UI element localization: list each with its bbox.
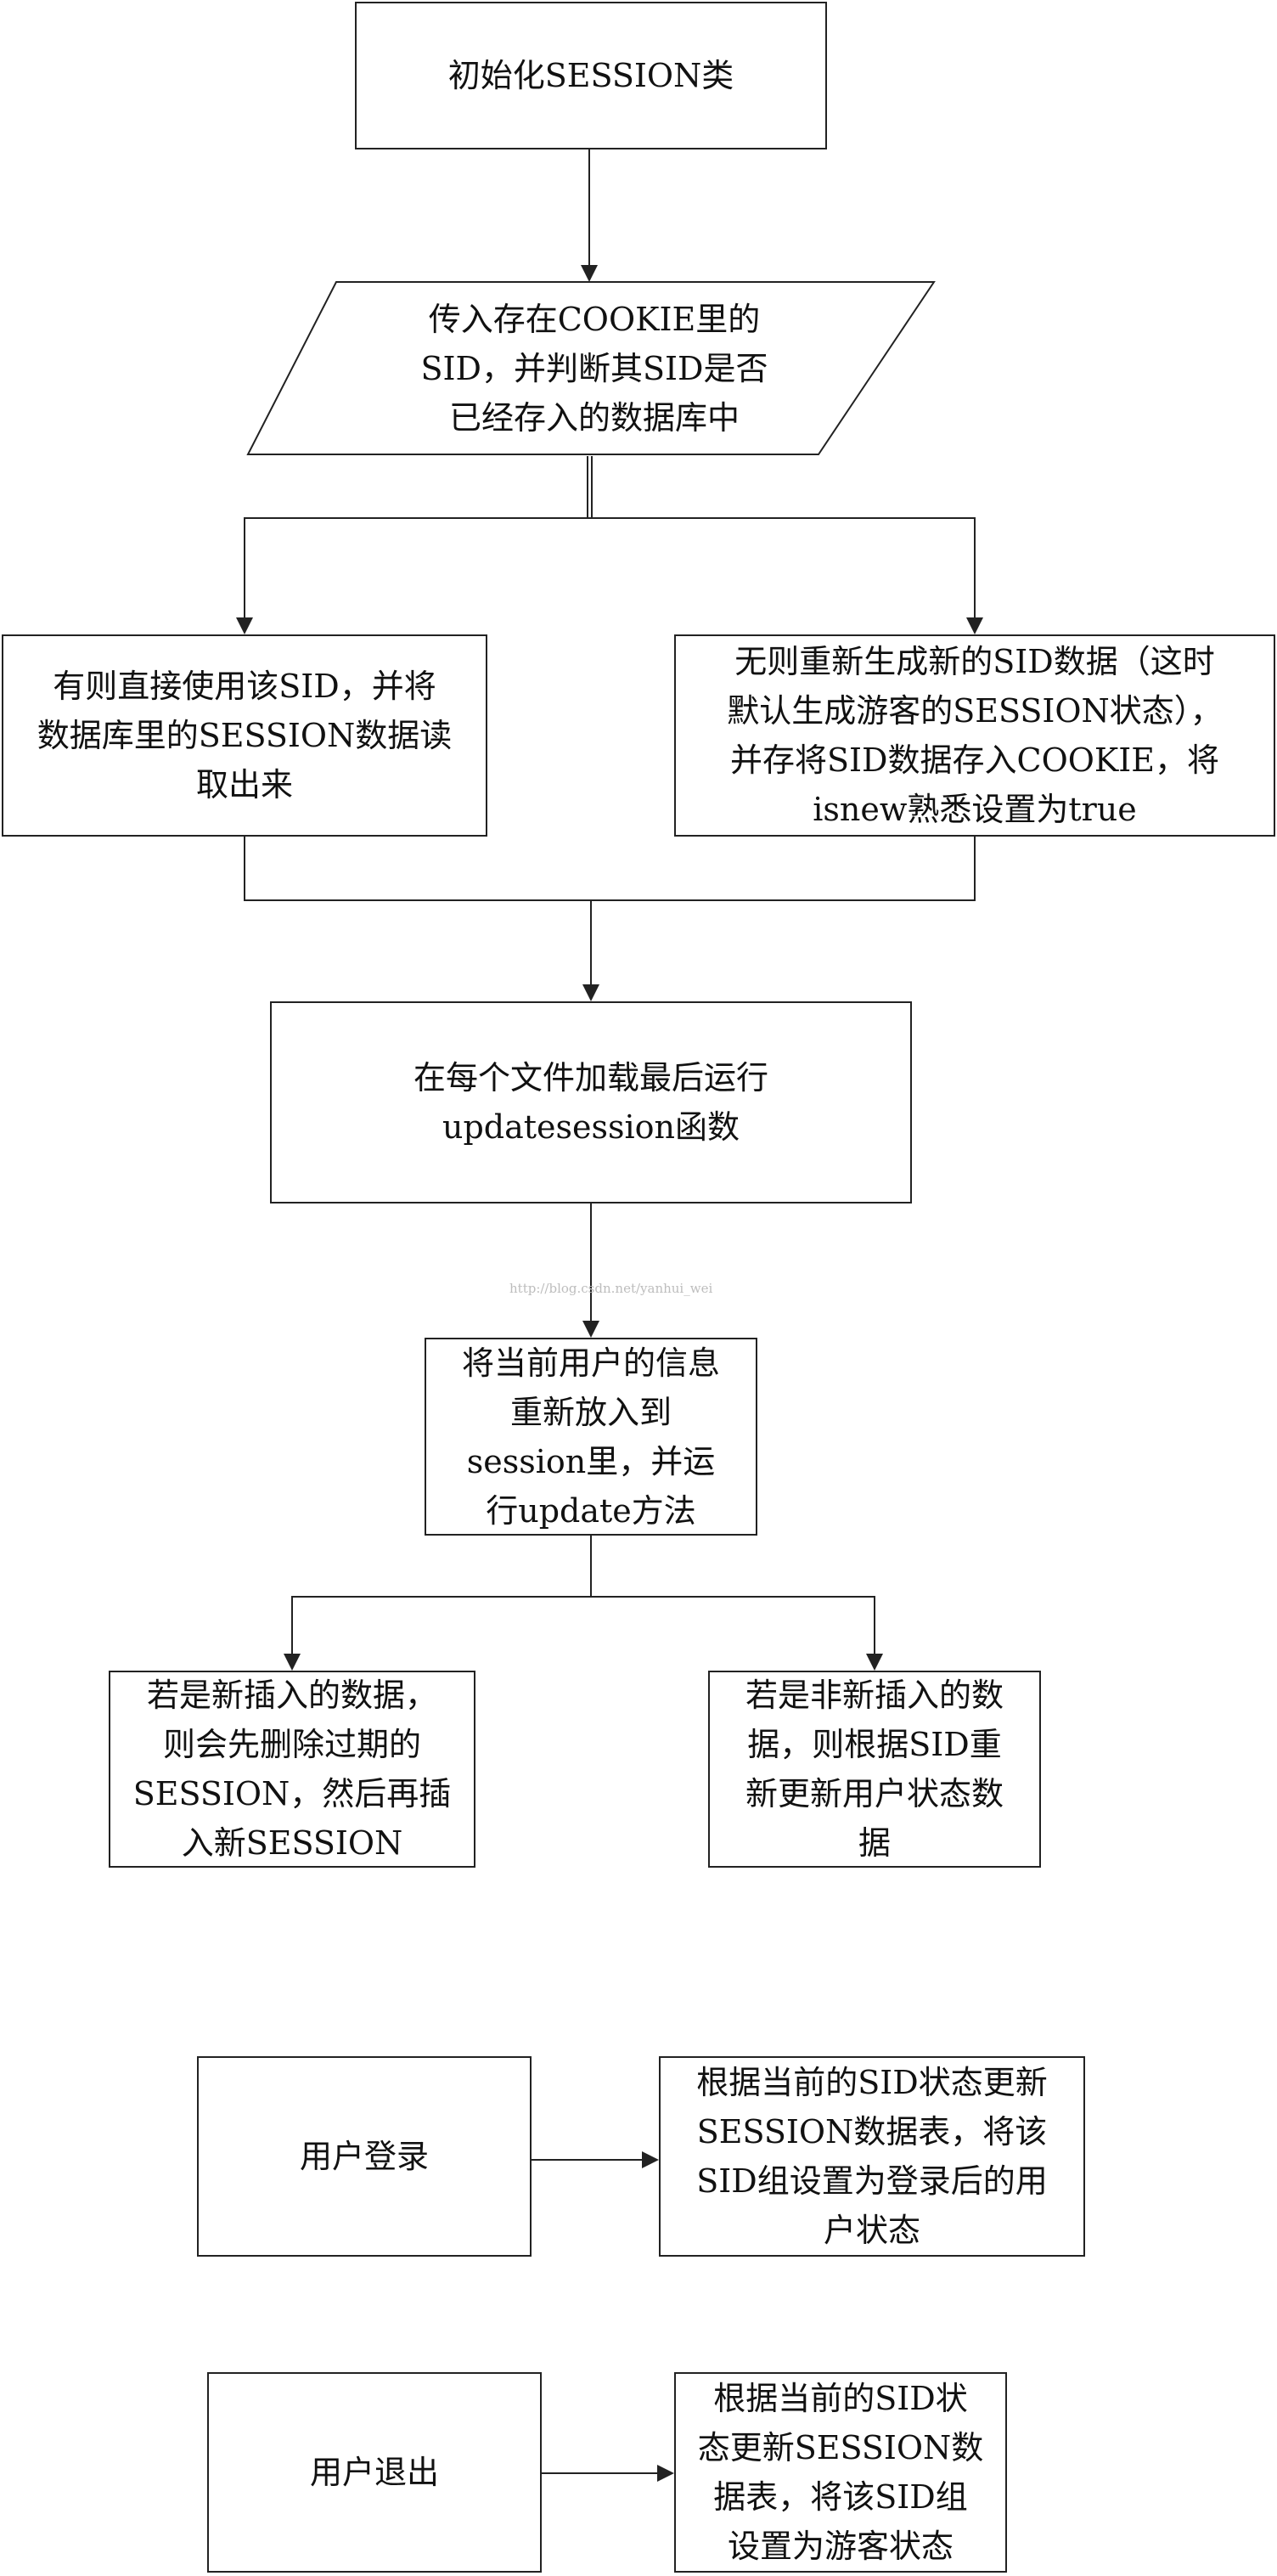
node-init-session-class: 初始化SESSION类 — [355, 2, 827, 149]
parallelogram-shape — [246, 281, 936, 455]
node-user-login: 用户登录 — [197, 2056, 532, 2257]
node-existing-sid: 有则直接使用该SID，并将 数据库里的SESSION数据读 取出来 — [2, 634, 487, 837]
connector-n6-n8 — [591, 1596, 883, 1671]
connector-n3-merge — [244, 837, 591, 901]
node-store-user-info: 将当前用户的信息 重新放入到 session里，并运 行update方法 — [425, 1338, 757, 1536]
node-not-new-insert: 若是非新插入的数 据，则根据SID重 新更新用户状态数 据 — [708, 1671, 1041, 1868]
node-new-sid: 无则重新生成新的SID数据（这时 默认生成游客的SESSION状态）， 并存将S… — [674, 634, 1275, 837]
node-logout-update: 根据当前的SID状 态更新SESSION数 据表，将该SID组 设置为游客状态 — [674, 2372, 1007, 2573]
connector-n6-n7 — [284, 1596, 591, 1671]
node-check-cookie-sid: 传入存在COOKIE里的 SID，并判断其SID是否 已经存入的数据库中 — [420, 301, 768, 437]
connector-n2-stem — [587, 456, 593, 518]
node-login-update: 根据当前的SID状态更新 SESSION数据表，将该 SID组设置为登录后的用 … — [659, 2056, 1085, 2257]
connector-n4-merge — [591, 837, 976, 901]
node-user-logout: 用户退出 — [207, 2372, 542, 2573]
watermark-url: http://blog.csdn.net/yanhui_wei — [509, 1281, 713, 1296]
node-new-insert: 若是新插入的数据， 则会先删除过期的 SESSION，然后再插 入新SESSIO… — [109, 1671, 475, 1868]
node-update-session: 在每个文件加载最后运行 updatesession函数 — [270, 1001, 912, 1203]
connector-n2-n4 — [589, 517, 983, 634]
connector-n2-n3 — [236, 517, 589, 634]
